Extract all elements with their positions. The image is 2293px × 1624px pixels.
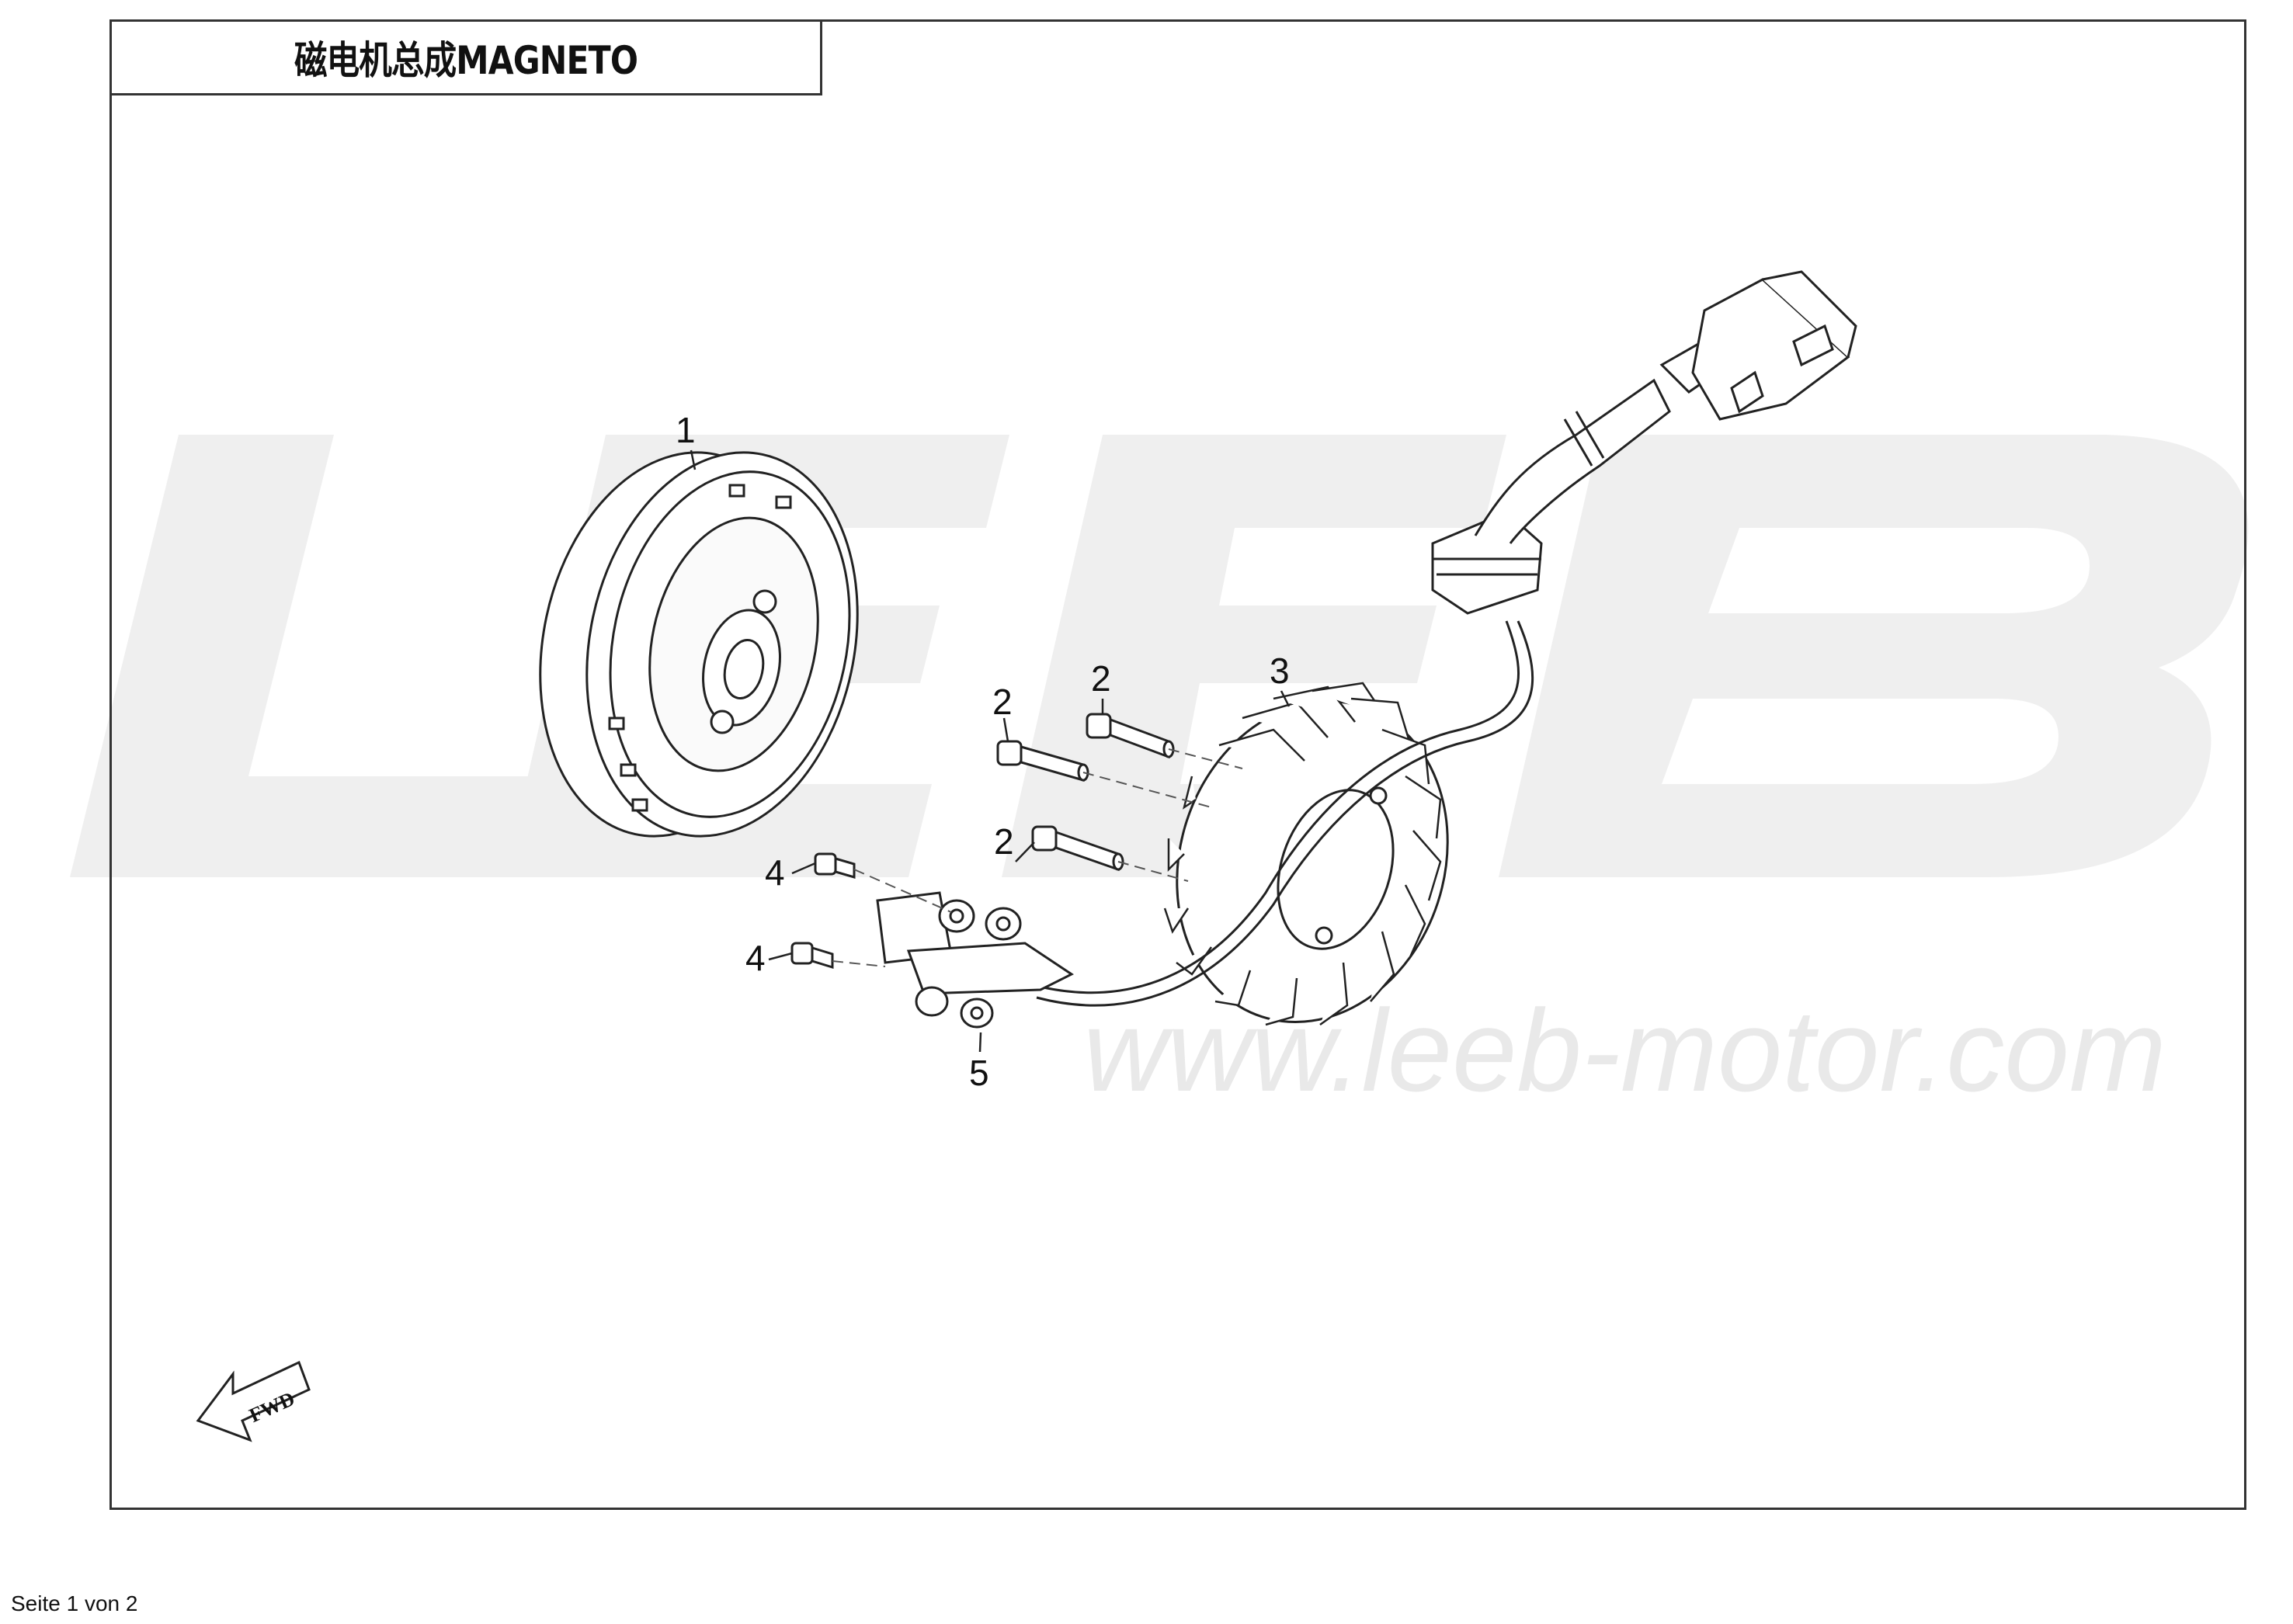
- page-footer: Seite 1 von 2: [11, 1591, 138, 1615]
- page-title: 磁电机总成MAGNETO: [294, 38, 638, 83]
- grommet: [1431, 378, 1671, 615]
- flywheel-rotor: [539, 451, 859, 838]
- callout-1: 1: [676, 410, 696, 450]
- wiring-harness: [1036, 620, 1534, 1007]
- callout-5: 5: [969, 1053, 989, 1093]
- stator-bolt: [1031, 825, 1124, 872]
- callout-2: 2: [992, 682, 1013, 722]
- callout-4: 4: [765, 852, 785, 893]
- callout-3: 3: [1270, 651, 1290, 691]
- assembly-lines: [832, 748, 1243, 967]
- pickup-coil: [876, 891, 1074, 1029]
- title-box: 磁电机总成MAGNETO: [109, 19, 822, 95]
- stator: [1163, 682, 1449, 1026]
- callout-4: 4: [745, 938, 766, 978]
- drawing-frame: [109, 19, 2246, 1510]
- pickup-screw: [790, 942, 834, 970]
- stator-bolt: [1086, 713, 1175, 759]
- leader-lines: [690, 449, 1291, 1053]
- callout-2: 2: [994, 821, 1014, 862]
- stator-bolt: [996, 740, 1089, 782]
- pickup-screw: [814, 852, 856, 879]
- callout-labels: 1 2 2 2 3 4 4 5: [676, 410, 1290, 1093]
- callout-2: 2: [1091, 658, 1111, 699]
- connector-plug: [1659, 270, 1857, 421]
